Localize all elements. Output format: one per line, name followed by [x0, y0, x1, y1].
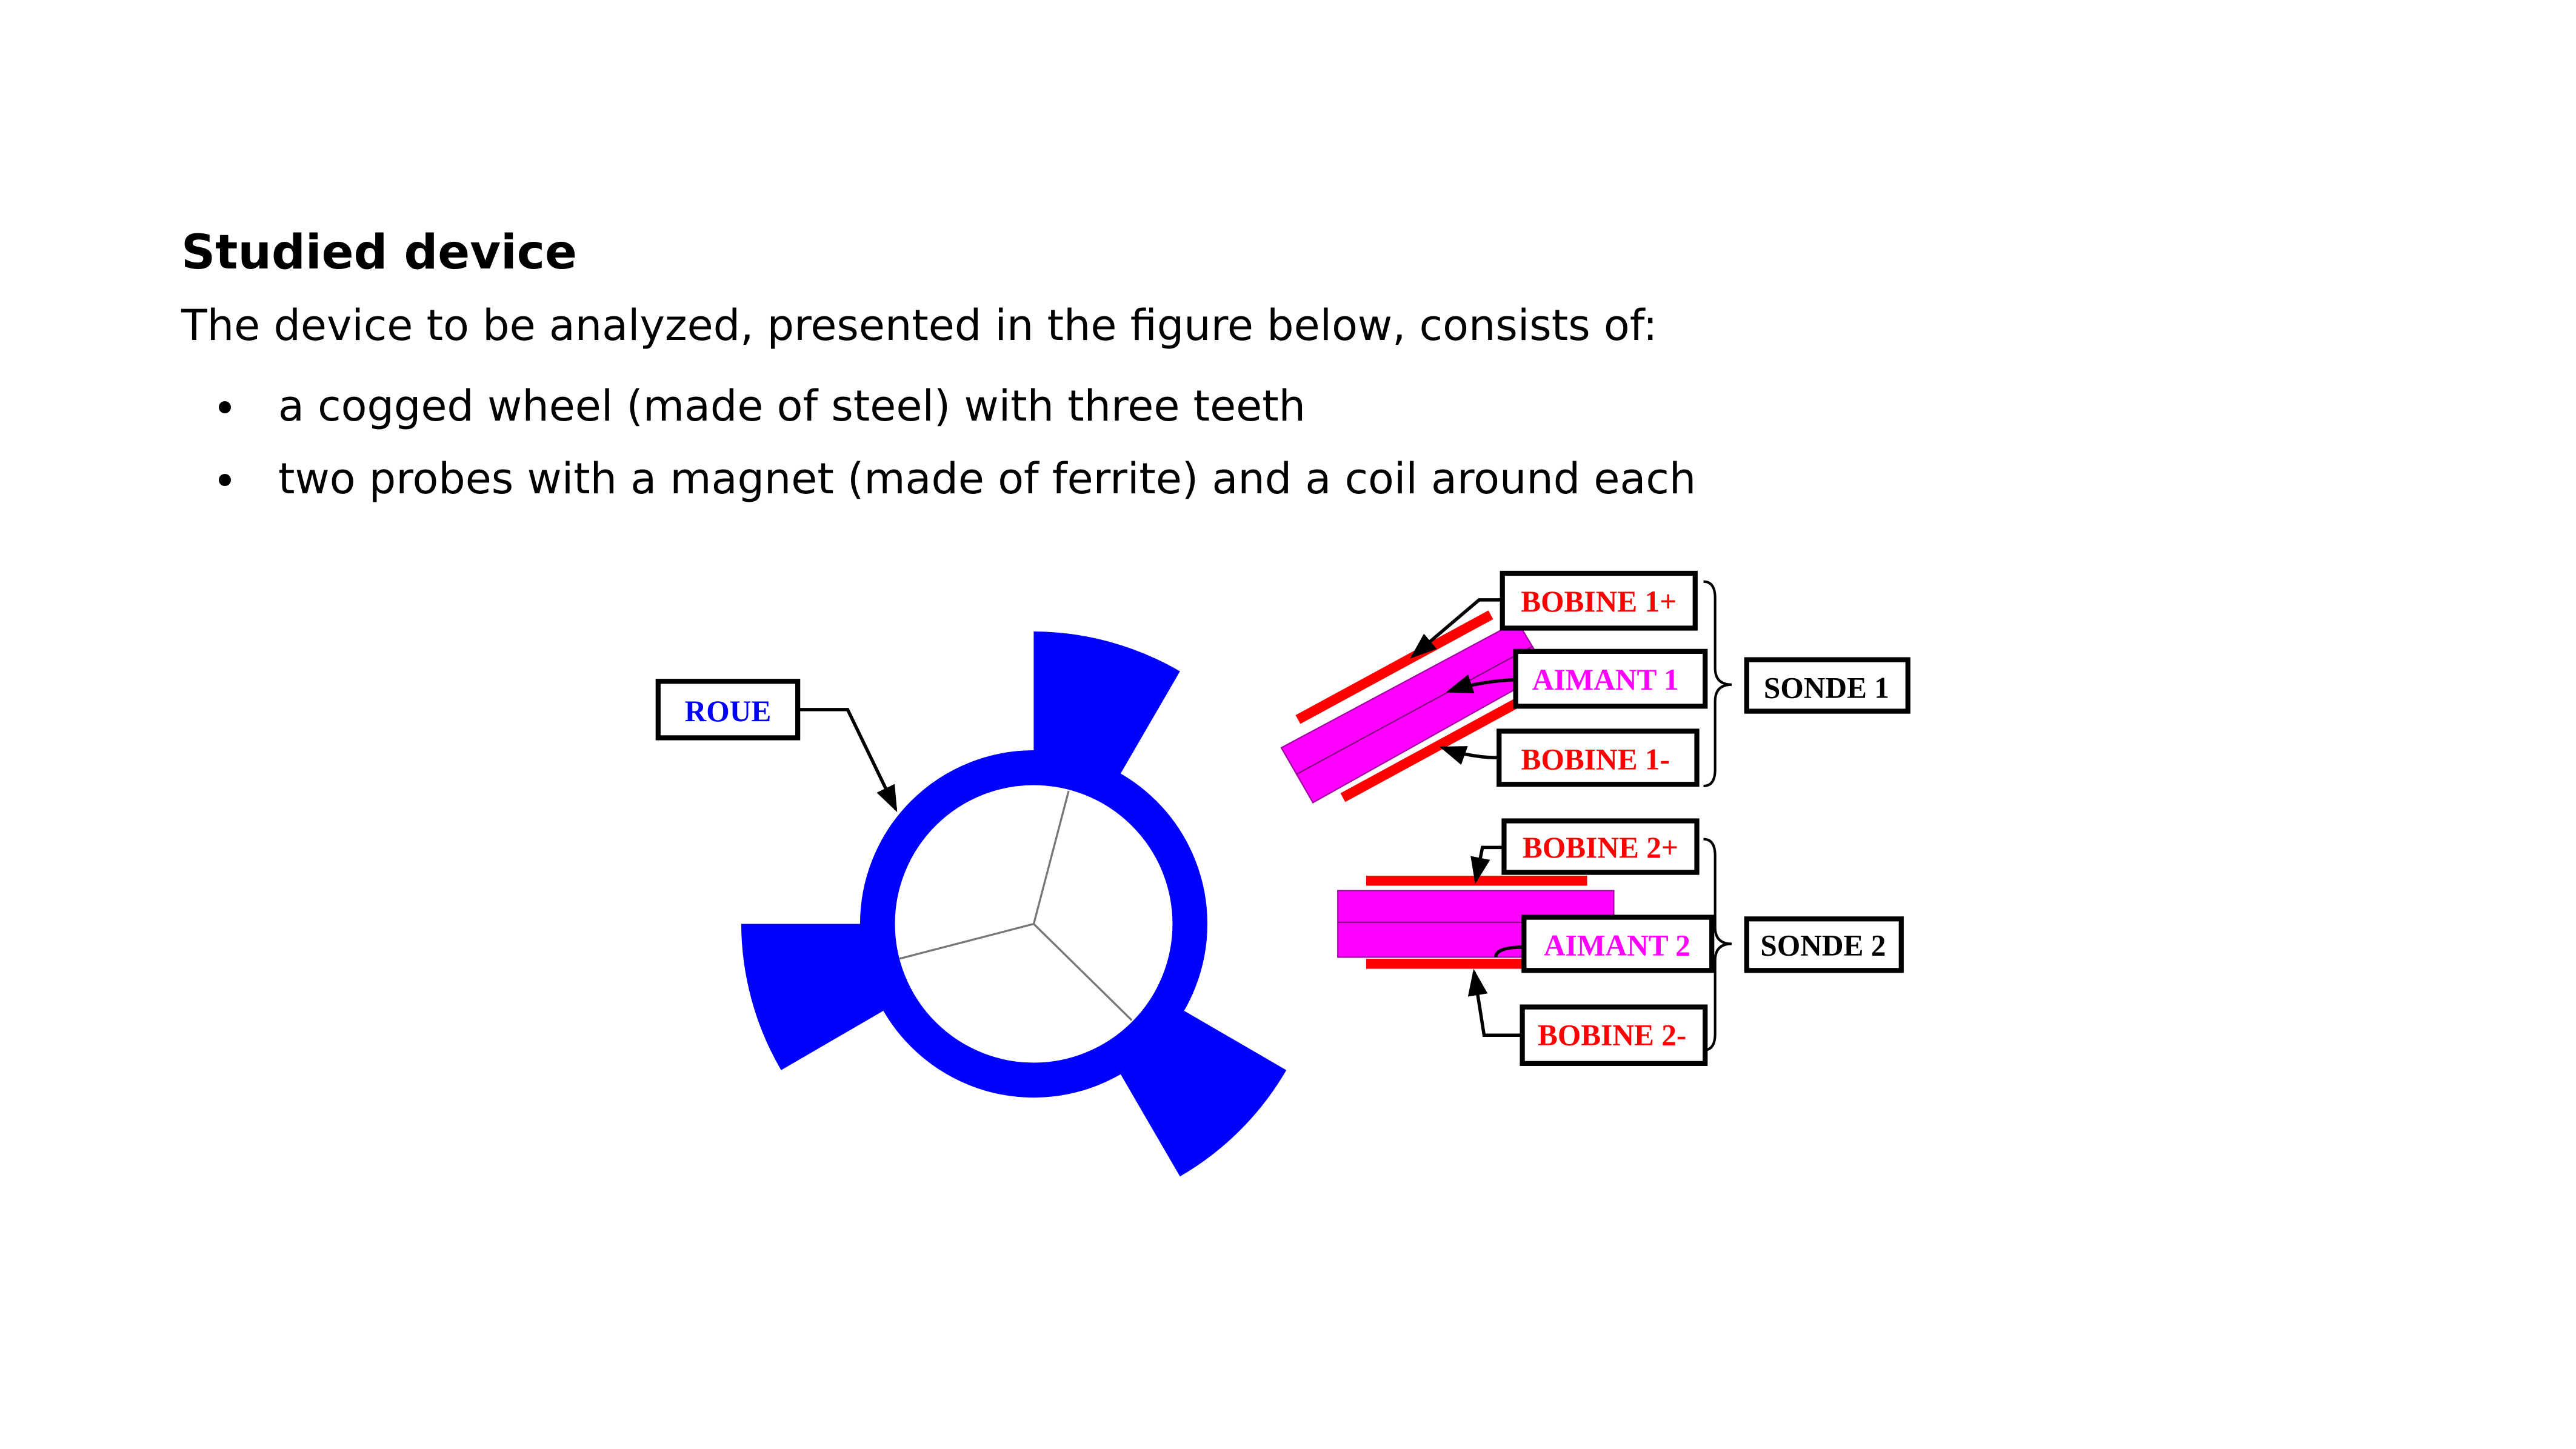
- wheel-tooth: [1033, 631, 1180, 774]
- label-aimant-2: AIMANT 2: [1544, 929, 1690, 962]
- label-boxes: [655, 570, 1910, 1066]
- section-title: Studied device: [181, 225, 577, 280]
- label-roue: ROUE: [685, 695, 772, 728]
- list-item: two probes with a magnet (made of ferrit…: [181, 442, 1696, 515]
- cogged-wheel: [741, 631, 1287, 1177]
- component-list: a cogged wheel (made of steel) with thre…: [181, 370, 1696, 515]
- label-sonde-2: SONDE 2: [1760, 929, 1886, 962]
- label-bobine-1-minus: BOBINE 1-: [1521, 743, 1670, 776]
- label-aimant-1: AIMANT 1: [1532, 663, 1679, 696]
- label-bobine-2-minus: BOBINE 2-: [1538, 1019, 1686, 1052]
- list-item: a cogged wheel (made of steel) with thre…: [181, 370, 1696, 442]
- wheel-rim: [859, 750, 1208, 1098]
- label-sonde-1: SONDE 1: [1764, 671, 1889, 705]
- leader-lines: [798, 580, 1732, 1051]
- wheel-spokes: [898, 790, 1133, 1021]
- wheel-tooth: [741, 924, 884, 1070]
- label-bobine-2-plus: BOBINE 2+: [1523, 831, 1678, 864]
- intro-text: The device to be analyzed, presented in …: [181, 301, 1658, 350]
- wheel-tooth: [1120, 1010, 1287, 1177]
- label-bobine-1-plus: BOBINE 1+: [1521, 585, 1677, 618]
